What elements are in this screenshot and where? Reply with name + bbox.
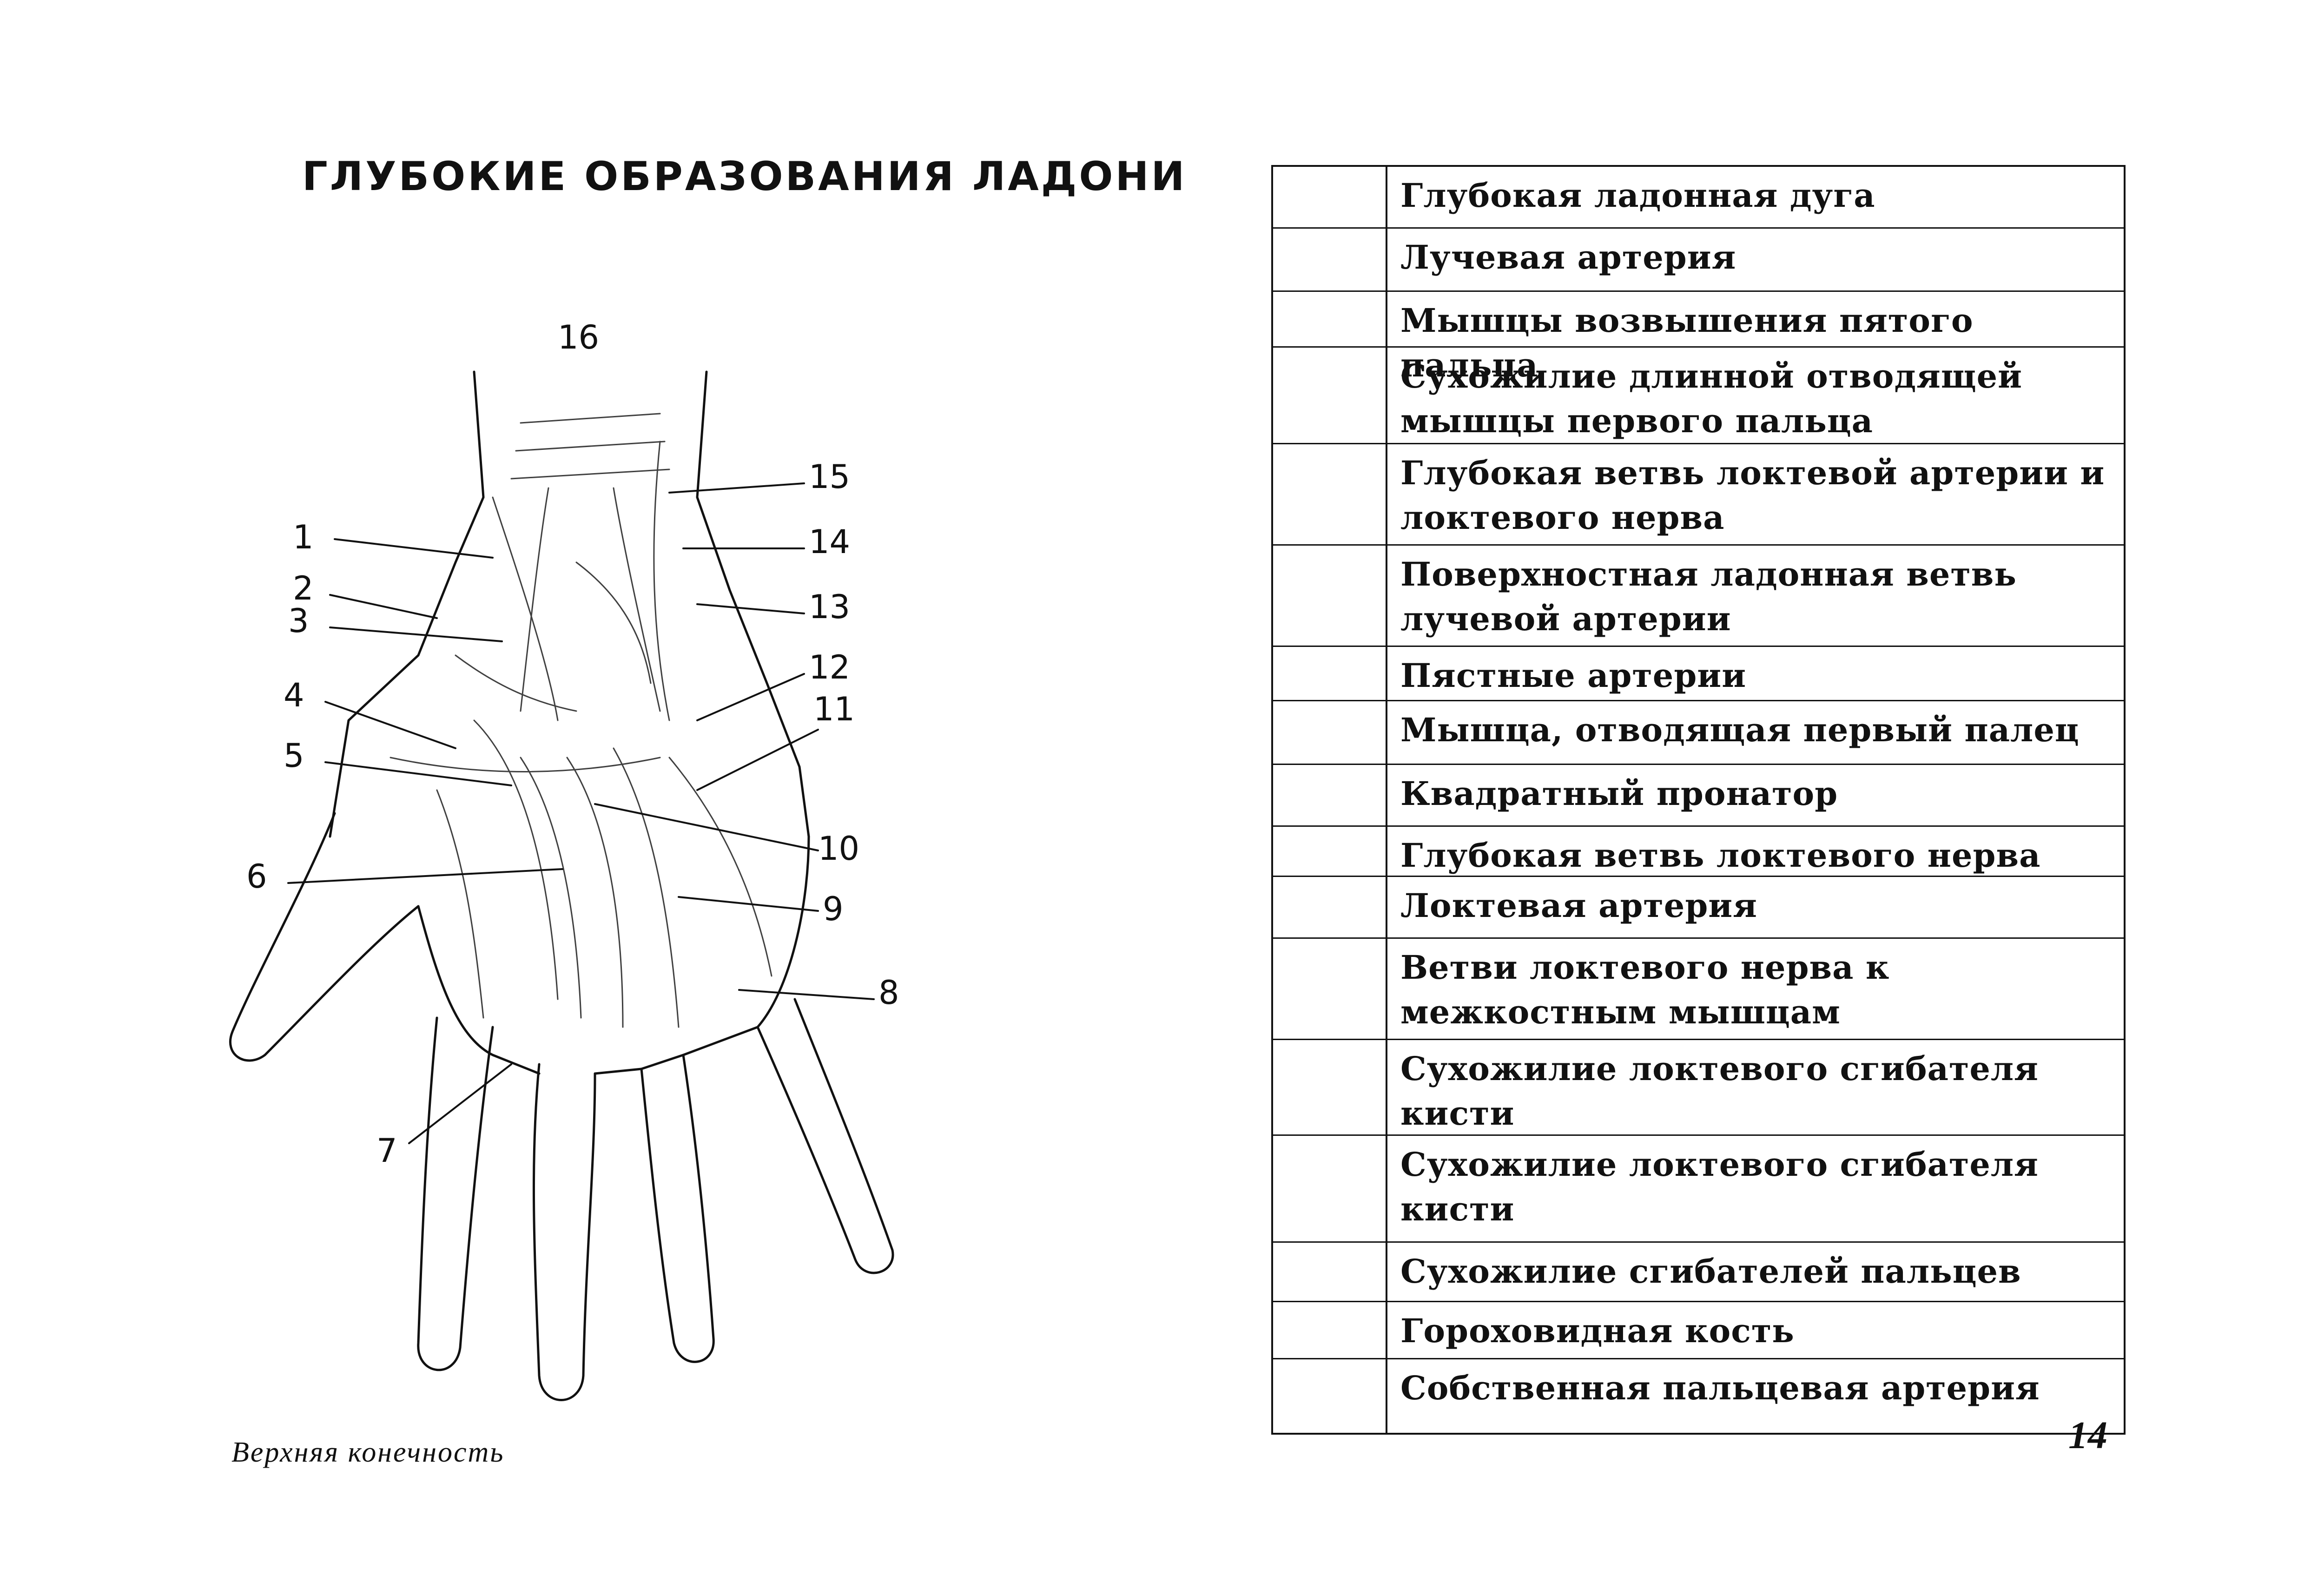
table-cell-label: Поверхностная ладонная ветвь лучевой арт… bbox=[1400, 555, 2017, 638]
answer-cell[interactable] bbox=[1273, 1302, 1387, 1358]
table-cell-label: Глубокая ладонная дуга bbox=[1400, 176, 1875, 215]
figure-label-6: 6 bbox=[246, 857, 267, 896]
answer-cell[interactable] bbox=[1273, 167, 1387, 227]
forearm-outline bbox=[329, 370, 485, 838]
figure-label-2: 2 bbox=[293, 569, 314, 607]
figure-label-7: 7 bbox=[376, 1132, 397, 1170]
table-cell-label: Мышца, отводящая первый палец bbox=[1400, 711, 2080, 749]
answer-cell[interactable] bbox=[1273, 546, 1387, 646]
answer-cell[interactable] bbox=[1273, 292, 1387, 346]
table-cell-label: Локтевая артерия bbox=[1400, 886, 1757, 925]
little-finger-outline bbox=[756, 998, 894, 1274]
figure-label-1: 1 bbox=[293, 518, 314, 556]
label-table: Глубокая ладонная дуга Лучевая артерия М… bbox=[1271, 165, 2126, 1435]
figure-label-16: 16 bbox=[558, 318, 599, 356]
figure-label-12: 12 bbox=[809, 648, 850, 686]
table-row: Глубокая ладонная дуга bbox=[1273, 167, 2124, 227]
table-row: Квадратный пронатор bbox=[1273, 764, 2124, 825]
table-row: Глубокая ветвь локтевой артерии и локтев… bbox=[1273, 443, 2124, 544]
hand-anatomy-illustration: 16 1 2 3 4 5 6 7 8 9 10 11 12 13 14 15 bbox=[195, 302, 985, 1441]
table-row: Сухожилие локтевого сгибателя кисти bbox=[1273, 1134, 2124, 1241]
figure-label-10: 10 bbox=[818, 830, 859, 868]
figure-label-13: 13 bbox=[809, 588, 850, 626]
table-cell-label: Лучевая артерия bbox=[1400, 238, 1736, 277]
table-row: Сухожилие сгибателей пальцев bbox=[1273, 1241, 2124, 1301]
figure-label-15: 15 bbox=[809, 458, 850, 496]
figure-label-11: 11 bbox=[813, 690, 855, 728]
table-row: Собственная пальцевая артерия bbox=[1273, 1358, 2124, 1433]
table-cell-label: Мышцы возвышения пятого пальца bbox=[1400, 301, 1974, 384]
table-cell-label: Пястные артерии bbox=[1400, 656, 1747, 695]
table-cell-label: Глубокая ветвь локтевой артерии и локтев… bbox=[1400, 454, 2105, 537]
answer-cell[interactable] bbox=[1273, 765, 1387, 825]
table-cell-label: Сухожилие локтевого сгибателя кисти bbox=[1400, 1049, 2039, 1133]
figure-label-14: 14 bbox=[809, 523, 850, 561]
table-row: Пястные артерии bbox=[1273, 646, 2124, 700]
table-row: Мышца, отводящая первый палец bbox=[1273, 700, 2124, 764]
table-cell-label: Глубокая ветвь локтевого нерва bbox=[1400, 836, 2041, 875]
answer-cell[interactable] bbox=[1273, 229, 1387, 290]
answer-cell[interactable] bbox=[1273, 877, 1387, 937]
figure-label-3: 3 bbox=[288, 602, 309, 640]
table-cell-label: Квадратный пронатор bbox=[1400, 774, 1838, 813]
table-cell-label: Ветви локтевого нерва к межкостным мышца… bbox=[1400, 948, 1890, 1031]
table-row: Гороховидная кость bbox=[1273, 1301, 2124, 1358]
thumb-outline bbox=[229, 812, 420, 1062]
section-caption: Верхняя конечность bbox=[231, 1437, 505, 1468]
ring-finger-outline bbox=[640, 1054, 715, 1363]
answer-cell[interactable] bbox=[1273, 939, 1387, 1039]
table-cell-label: Сухожилие сгибателей пальцев bbox=[1400, 1252, 2021, 1291]
table-row: Ветви локтевого нерва к межкостным мышца… bbox=[1273, 937, 2124, 1039]
answer-cell[interactable] bbox=[1273, 444, 1387, 544]
answer-cell[interactable] bbox=[1273, 1040, 1387, 1134]
table-row: Локтевая артерия bbox=[1273, 876, 2124, 937]
figure-label-4: 4 bbox=[284, 676, 304, 714]
answer-cell[interactable] bbox=[1273, 701, 1387, 764]
figure-label-5: 5 bbox=[284, 737, 304, 775]
table-cell-label: Гороховидная кость bbox=[1400, 1312, 1795, 1350]
answer-cell[interactable] bbox=[1273, 1359, 1387, 1433]
figure-label-9: 9 bbox=[823, 890, 844, 928]
answer-cell[interactable] bbox=[1273, 1136, 1387, 1241]
page-title: ГЛУБОКИЕ ОБРАЗОВАНИЯ ЛАДОНИ bbox=[302, 153, 1187, 200]
page-number: 14 bbox=[2068, 1414, 2107, 1457]
answer-cell[interactable] bbox=[1273, 348, 1387, 443]
table-row: Лучевая артерия bbox=[1273, 227, 2124, 290]
answer-cell[interactable] bbox=[1273, 827, 1387, 876]
answer-cell[interactable] bbox=[1273, 1243, 1387, 1301]
middle-finger-outline bbox=[532, 1063, 596, 1401]
answer-cell[interactable] bbox=[1273, 647, 1387, 700]
index-finger-outline bbox=[417, 1016, 494, 1371]
table-row: Сухожилие длинной отводящей мышцы первог… bbox=[1273, 346, 2124, 443]
table-row: Поверхностная ладонная ветвь лучевой арт… bbox=[1273, 544, 2124, 646]
figure-label-8: 8 bbox=[878, 974, 899, 1012]
table-cell-label: Сухожилие длинной отводящей мышцы первог… bbox=[1400, 357, 2023, 440]
table-cell-label: Собственная пальцевая артерия bbox=[1400, 1369, 2040, 1407]
table-cell-label: Сухожилие локтевого сгибателя кисти bbox=[1400, 1145, 2039, 1228]
table-row: Сухожилие локтевого сгибателя кисти bbox=[1273, 1039, 2124, 1134]
table-row: Глубокая ветвь локтевого нерва bbox=[1273, 825, 2124, 876]
table-row: Мышцы возвышения пятого пальца bbox=[1273, 290, 2124, 384]
